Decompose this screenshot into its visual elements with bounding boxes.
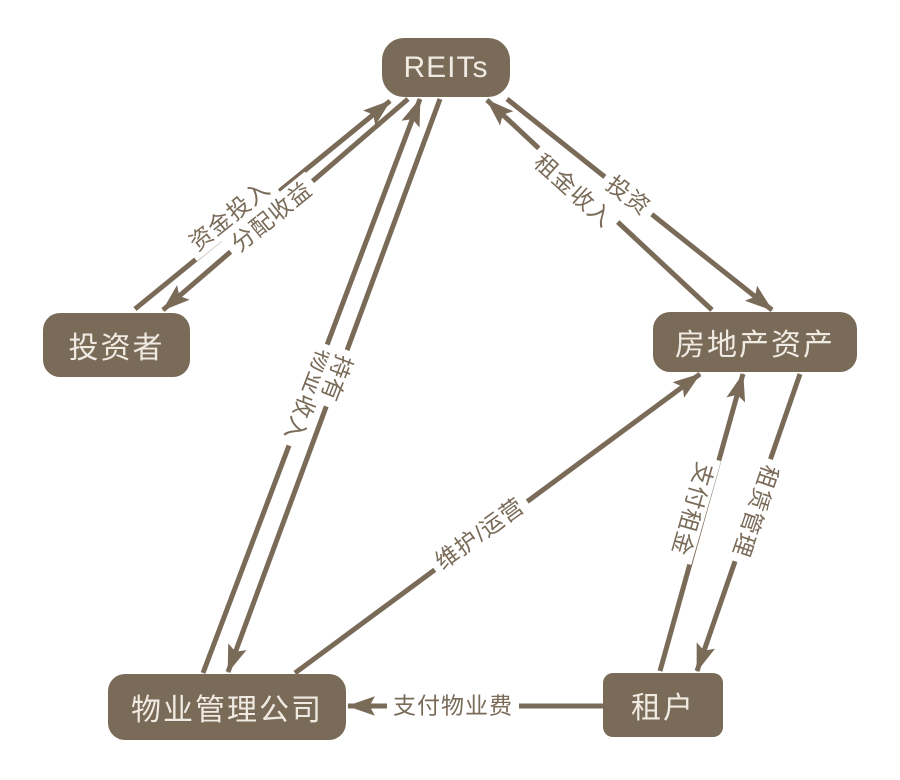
node-investors: 投资者 (43, 313, 190, 377)
node-real-estate-assets: 房地产资产 (653, 312, 857, 372)
node-property-management-company: 物业管理公司 (108, 674, 346, 740)
node-tenants: 租户 (603, 673, 723, 737)
edge-label-pay-property-fee: 支付物业费 (387, 691, 519, 721)
node-reits: REITs (382, 38, 510, 97)
